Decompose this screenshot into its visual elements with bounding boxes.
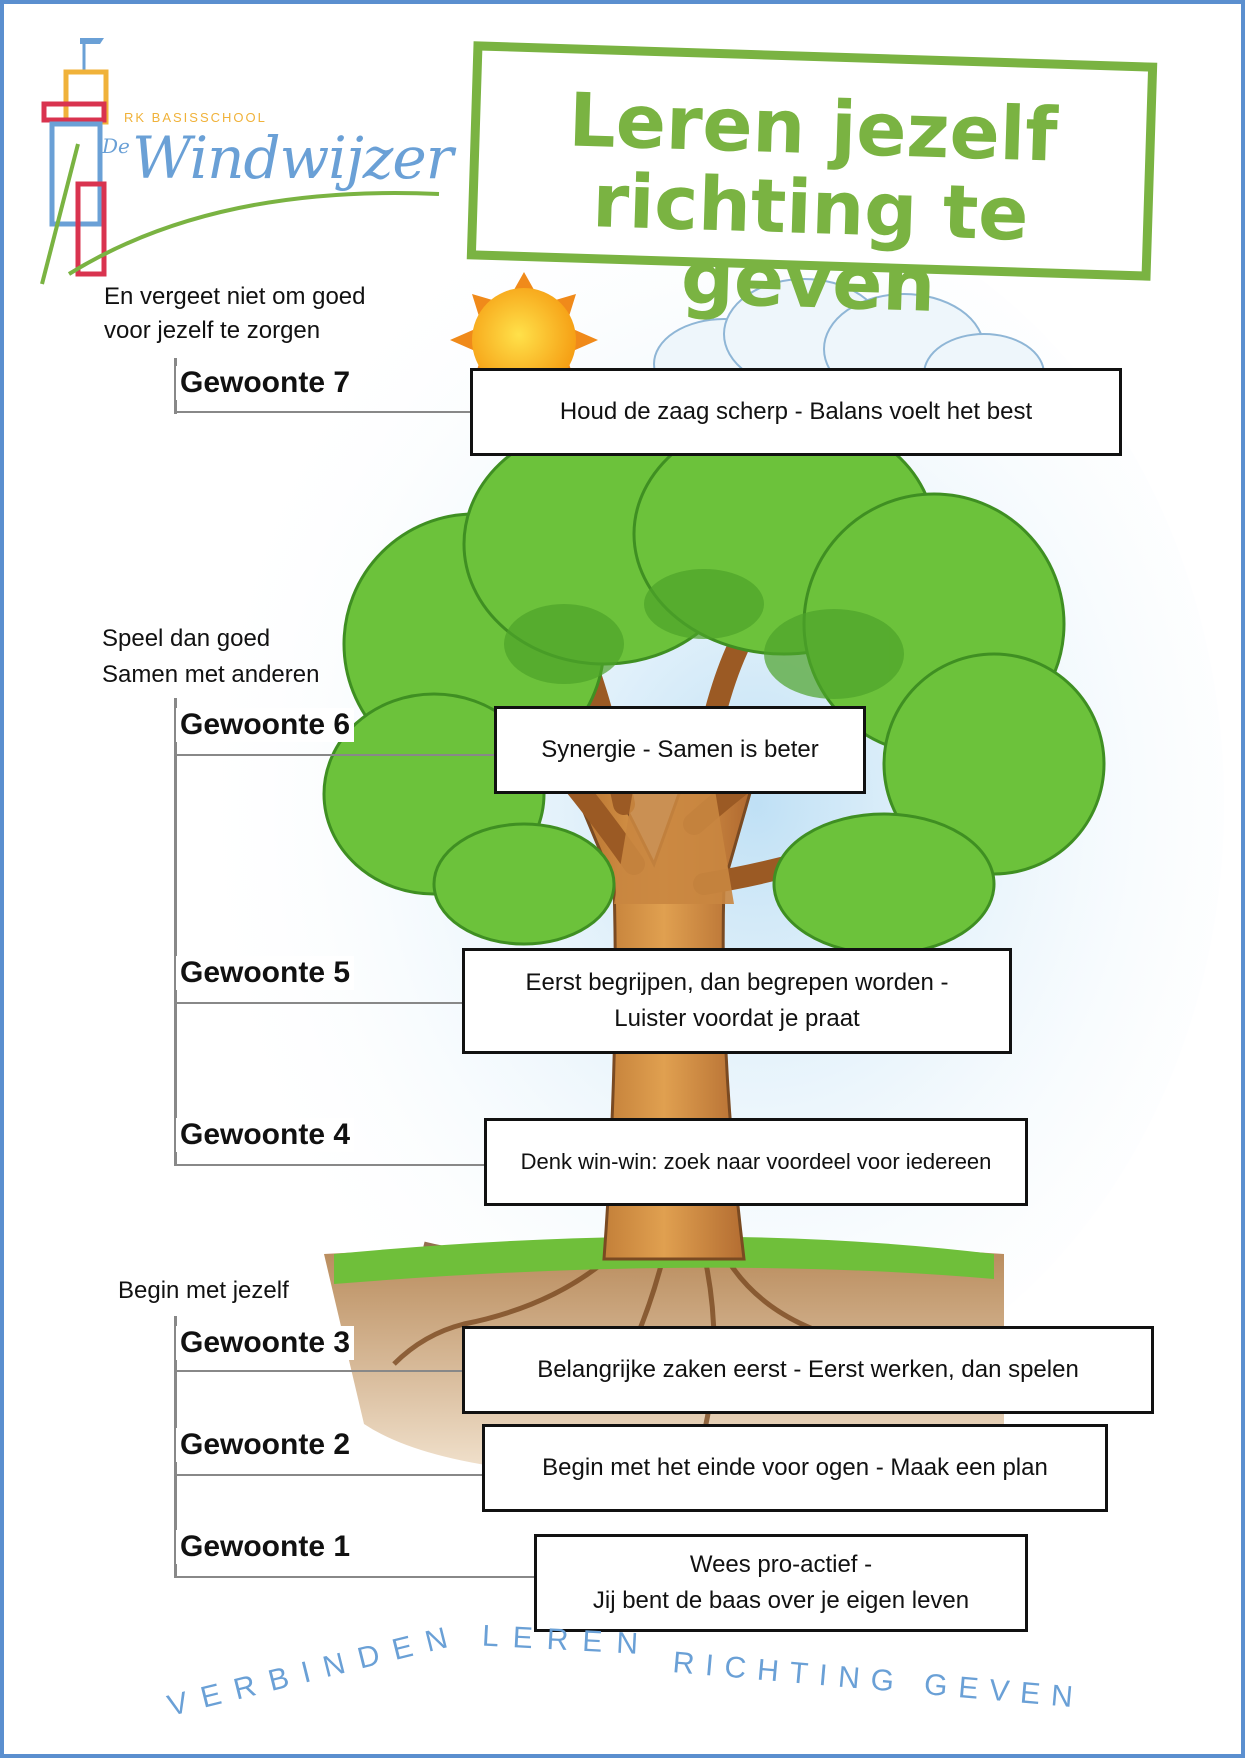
logo-name: Windwijzer	[132, 124, 453, 192]
habit-4-box: Denk win-win: zoek naar voordeel voor ie…	[484, 1118, 1028, 1206]
title-line-2: richting te geven	[591, 158, 1030, 329]
logo-subtitle: RK BASISSCHOOL	[124, 110, 267, 125]
habit-4-label: Gewoonte 4	[176, 1118, 355, 1152]
title-box: Leren jezelf richting te geven	[466, 41, 1158, 329]
habit-6-box: Synergie - Samen is beter	[494, 706, 866, 794]
caption-mid-2: Samen met anderen	[102, 661, 320, 688]
lighthouse-logo-icon	[40, 38, 109, 285]
habit-6-label: Gewoonte 6	[176, 708, 355, 742]
habit-7-box: Houd de zaag scherp - Balans voelt het b…	[470, 368, 1122, 456]
habit-3-label: Gewoonte 3	[176, 1326, 355, 1360]
footer-word-verbinden: VERBINDEN	[164, 1618, 464, 1734]
habit-5-box: Eerst begrijpen, dan begrepen worden - L…	[462, 948, 1012, 1054]
connector-line	[174, 1474, 484, 1476]
habit-2-box: Begin met het einde voor ogen - Maak een…	[482, 1424, 1108, 1512]
bracket-line	[174, 1316, 177, 1578]
habit-2-label: Gewoonte 2	[176, 1428, 355, 1462]
connector-line	[174, 1370, 464, 1372]
footer-word-leren: LEREN	[481, 1614, 653, 1674]
footer-word-richting-geven: RICHTING GEVEN	[671, 1634, 1092, 1734]
habit-1-text: Wees pro-actief - Jij bent de baas over …	[592, 1551, 970, 1614]
connector-line	[174, 754, 494, 756]
habit-1-box: Wees pro-actief - Jij bent de baas over …	[534, 1534, 1028, 1632]
connector-line	[174, 1002, 464, 1004]
habit-5-text: Eerst begrijpen, dan begrepen worden - L…	[525, 969, 949, 1032]
title-line-1: Leren jezelf	[567, 77, 1059, 179]
habit-1-label: Gewoonte 1	[176, 1530, 355, 1564]
habit-3-text: Belangrijke zaken eerst - Eerst werken, …	[537, 1356, 1079, 1383]
caption-mid-1: Speel dan goed	[102, 625, 271, 652]
bracket-line	[174, 358, 177, 414]
caption-top-1: En vergeet niet om goed	[104, 283, 366, 310]
connector-line	[174, 1164, 484, 1166]
caption-bottom: Begin met jezelf	[118, 1277, 289, 1304]
bracket-line	[174, 698, 177, 1166]
footer-word-3: RICHTING GEVEN	[671, 1646, 1086, 1715]
tree-canopy	[322, 412, 1106, 956]
caption-top-2: voor jezelf te zorgen	[104, 317, 321, 344]
connector-line	[174, 411, 474, 413]
habit-7-text: Houd de zaag scherp - Balans voelt het b…	[559, 398, 1033, 425]
habit-5-label: Gewoonte 5	[176, 956, 355, 990]
habit-6-text: Synergie - Samen is beter	[541, 736, 819, 763]
habit-4-text: Denk win-win: zoek naar voordeel voor ie…	[520, 1149, 992, 1174]
logo-swoosh	[67, 191, 440, 276]
habit-2-text: Begin met het einde voor ogen - Maak een…	[542, 1454, 1048, 1481]
habit-7-label: Gewoonte 7	[176, 366, 355, 400]
logo-prefix: De	[102, 134, 130, 158]
habit-3-box: Belangrijke zaken eerst - Eerst werken, …	[462, 1326, 1154, 1414]
footer-word-1: VERBINDEN	[164, 1618, 465, 1723]
footer-word-2: LEREN	[481, 1619, 653, 1662]
connector-line	[174, 1576, 534, 1578]
